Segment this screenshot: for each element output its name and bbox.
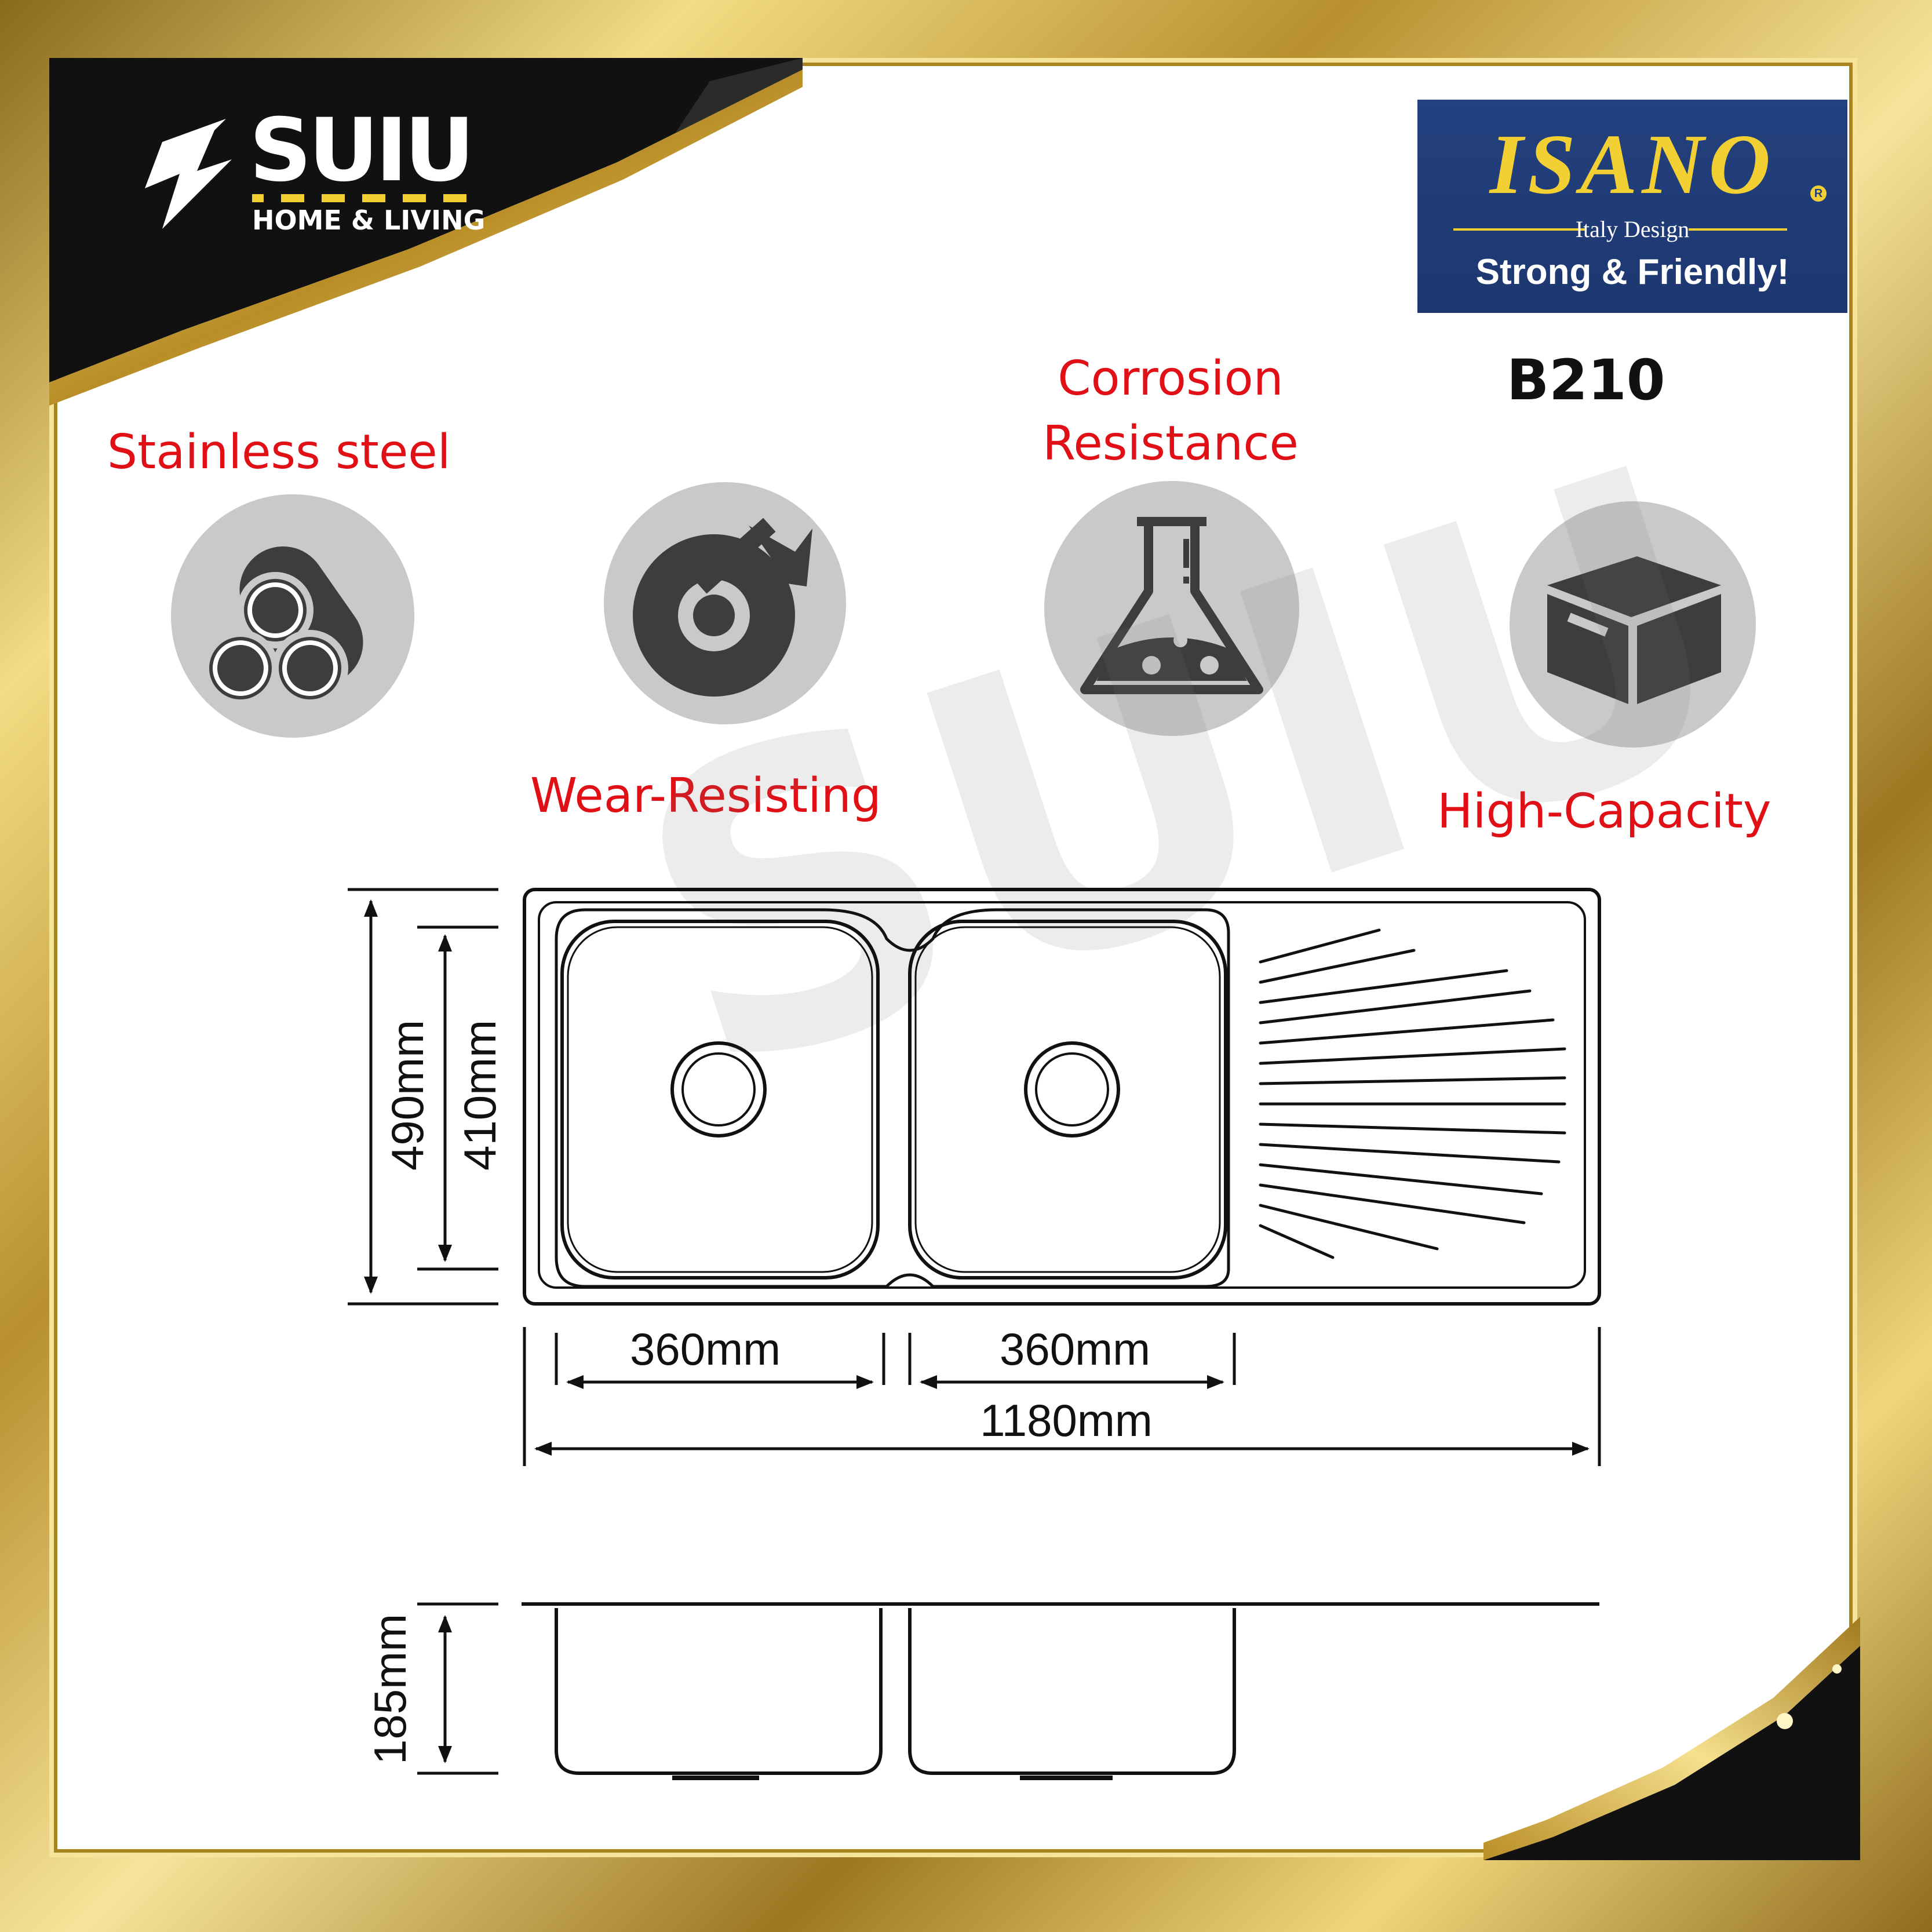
- feature-label-capacity: High-Capacity: [1437, 784, 1771, 839]
- suiu-logo: SUIU HOME & LIVING: [139, 107, 498, 240]
- bowl-right: [908, 920, 1227, 1280]
- drainboard-ribs: [1259, 928, 1566, 1259]
- suiu-wordmark: SUIU: [249, 100, 475, 201]
- feature-label-stainless: Stainless steel: [107, 425, 451, 480]
- feature-label-corrosion-line2: Resistance: [1042, 416, 1299, 471]
- dim-185: 185mm: [364, 1614, 415, 1765]
- dim-490: 490mm: [382, 1020, 433, 1171]
- feature-label-corrosion-line1: Corrosion: [1058, 351, 1284, 406]
- bowl-left: [560, 920, 880, 1280]
- box-icon: [1510, 501, 1756, 748]
- watermark: SUIU: [589, 378, 1782, 1168]
- isano-divider-left: [1453, 228, 1587, 231]
- feature-label-wear: Wear-Resisting: [530, 768, 881, 823]
- grinding-wheel-icon: [604, 482, 846, 724]
- isano-wordmark: ISANO: [1489, 117, 1776, 212]
- dim-410: 410mm: [454, 1020, 505, 1171]
- svg-text:SUIU: SUIU: [589, 378, 1782, 1168]
- content-panel: [49, 58, 1857, 1857]
- isano-subtitle: Italy Design: [1575, 216, 1690, 242]
- corner-decoration-bottom-right: [1483, 1617, 1860, 1860]
- suiu-tagline: HOME & LIVING: [252, 205, 486, 236]
- hazard-stripe: [252, 194, 484, 202]
- steel-pipes-icon: [171, 494, 414, 738]
- corner-decoration-top-left: [49, 58, 803, 406]
- model-number: B210: [1507, 348, 1665, 413]
- lightning-bolt-icon: [145, 119, 232, 229]
- drain-left: [670, 1041, 767, 1138]
- dim-360-left: 360mm: [630, 1324, 781, 1375]
- registered-mark: R: [1810, 185, 1827, 202]
- sink-outline: [523, 888, 1601, 1306]
- drain-right: [1024, 1041, 1120, 1138]
- sink-side-view: [417, 1602, 1599, 1780]
- isano-logo: ISANO R Italy Design Strong & Friendly!: [1417, 100, 1847, 313]
- dim-360-right: 360mm: [1000, 1324, 1150, 1375]
- feature-label-corrosion: Corrosion Resistance: [1026, 347, 1315, 476]
- isano-divider-right: [1689, 228, 1787, 231]
- dim-1180: 1180mm: [980, 1395, 1153, 1446]
- flask-icon: [1044, 481, 1299, 736]
- isano-tagline: Strong & Friendly!: [1475, 252, 1789, 292]
